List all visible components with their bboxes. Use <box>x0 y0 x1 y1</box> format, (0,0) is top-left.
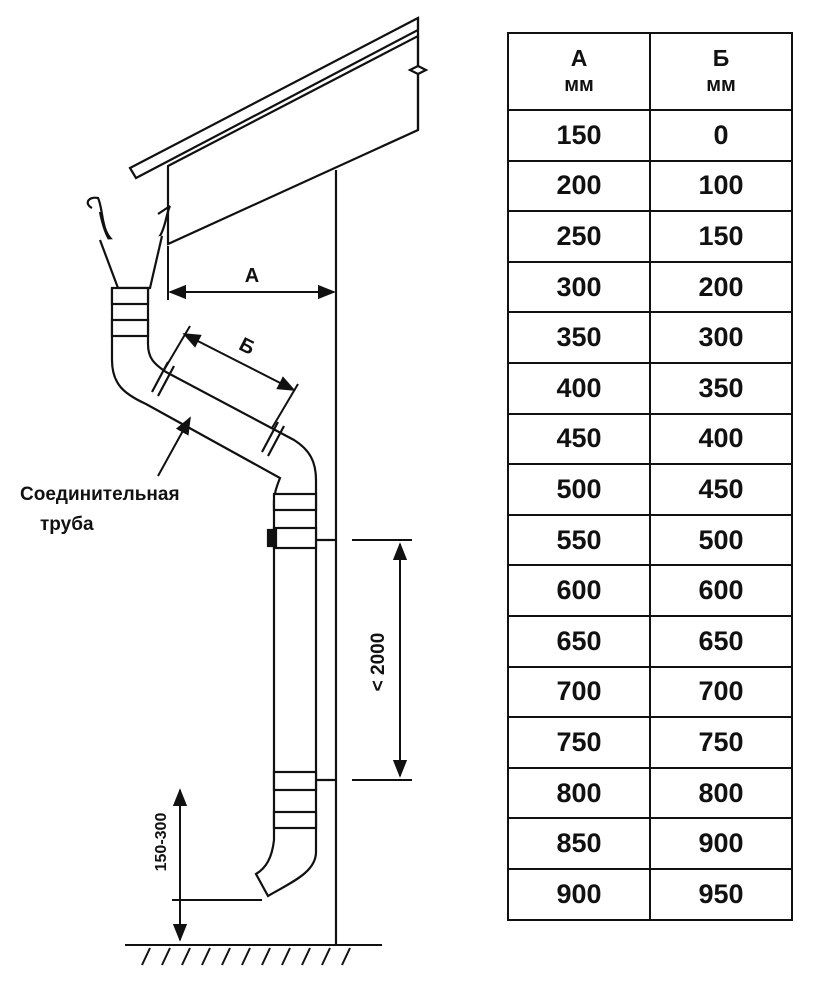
cell-a: 250 <box>507 210 651 263</box>
cell-b: 900 <box>649 817 793 870</box>
cell-b: 400 <box>649 412 793 466</box>
cell-b: 350 <box>649 361 793 415</box>
cell-b: 750 <box>649 716 793 769</box>
cell-a: 800 <box>507 766 651 820</box>
dimension-a <box>167 246 336 300</box>
cell-b: 600 <box>649 564 793 617</box>
cell-a: 650 <box>507 614 651 668</box>
ground-line <box>125 944 382 966</box>
pipe-sleeves-upper <box>110 286 285 457</box>
dimension-b-label: Б <box>235 334 258 360</box>
dimension-b <box>163 325 299 429</box>
header-b: Б мм <box>649 32 793 111</box>
dimension-a-label: А <box>245 265 259 287</box>
dimension-bottom-clearance <box>172 788 262 942</box>
cell-a: 900 <box>507 867 651 921</box>
cell-b: 950 <box>649 867 793 921</box>
cell-a: 750 <box>507 716 651 769</box>
gutter-funnel <box>98 235 164 290</box>
cell-a: 850 <box>507 817 651 870</box>
table-header-row: А мм Б мм <box>507 32 793 111</box>
cell-a: 450 <box>507 412 651 466</box>
header-b-unit: мм <box>706 73 736 96</box>
cell-b: 300 <box>649 311 793 364</box>
cell-b: 800 <box>649 766 793 820</box>
dimension-bracket-spacing <box>352 539 412 781</box>
cell-a: 200 <box>507 159 651 213</box>
cell-b: 500 <box>649 513 793 567</box>
cell-a: 500 <box>507 463 651 516</box>
cell-a: 550 <box>507 513 651 567</box>
header-a: А мм <box>507 32 651 111</box>
dimension-bracket-spacing-label: < 2000 <box>368 633 389 692</box>
dimension-bottom-clearance-label: 150-300 <box>153 813 170 872</box>
wall-brackets <box>266 528 336 782</box>
connector-label-line1: Соединительная <box>20 484 180 505</box>
cell-b: 700 <box>649 665 793 719</box>
downpipe-installation-drawing: А Б Соединительная труба < 2000 150-300 <box>20 16 429 966</box>
cell-a: 300 <box>507 260 651 314</box>
header-b-name: Б <box>712 44 730 71</box>
cell-a: 600 <box>507 564 651 617</box>
cell-b: 200 <box>649 260 793 314</box>
connector-label-line2: труба <box>40 514 94 535</box>
cell-b: 650 <box>649 614 793 668</box>
pipe-sleeves-lower <box>272 492 318 830</box>
cell-a: 400 <box>507 361 651 415</box>
header-a-unit: мм <box>564 73 594 96</box>
cell-b: 450 <box>649 463 793 516</box>
roof-eave <box>128 16 429 246</box>
cell-a: 700 <box>507 665 651 719</box>
connector-leader <box>157 416 191 477</box>
cell-b: 150 <box>649 210 793 263</box>
header-a-name: А <box>570 44 588 71</box>
cell-b: 100 <box>649 159 793 213</box>
cell-b: 0 <box>649 109 793 162</box>
cell-a: 150 <box>507 109 651 162</box>
cell-a: 350 <box>507 311 651 364</box>
